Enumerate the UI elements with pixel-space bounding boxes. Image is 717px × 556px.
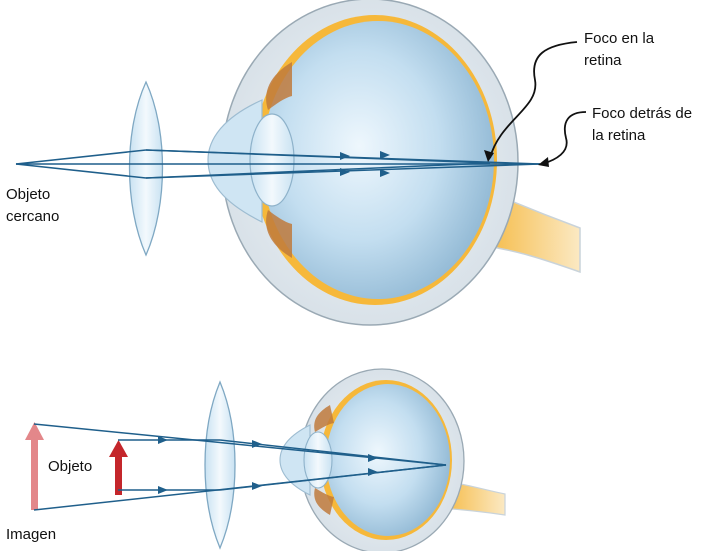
callout-focus-behind-retina (541, 111, 587, 165)
corrective-lens-bottom (204, 380, 236, 550)
bottom-eye (279, 368, 506, 554)
iris-upper (266, 62, 292, 110)
top-eye (207, 0, 581, 326)
cornea-bottom (279, 424, 311, 496)
label-focus-behind-retina: Foco detrás de la retina (592, 105, 693, 144)
top-ray-arrowheads (340, 151, 390, 177)
callout-focus-behind-retina-arrowhead (538, 157, 549, 167)
bottom-ray-arrowheads (158, 436, 378, 494)
cornea (207, 99, 263, 223)
iris-lower (266, 210, 292, 258)
iris-upper-bottom (314, 405, 334, 432)
callout-focus-on-retina (489, 41, 578, 159)
bottom-rays (33, 423, 447, 511)
label-object: Objeto (48, 458, 93, 475)
corrective-lens-top (128, 80, 164, 257)
eye-lens (249, 113, 295, 207)
label-image: Imagen (6, 526, 57, 543)
eye-interior-bottom (326, 384, 450, 536)
iris-lower-bottom (314, 488, 334, 515)
object-arrow (109, 440, 128, 495)
image-arrow (25, 422, 44, 510)
eye-lens-bottom (303, 431, 333, 489)
eye-interior (262, 21, 494, 299)
label-focus-on-retina: Foco en la retina (584, 30, 655, 69)
callout-focus-on-retina-arrowhead (484, 150, 494, 162)
label-near-object: Objeto cercano (6, 186, 60, 225)
